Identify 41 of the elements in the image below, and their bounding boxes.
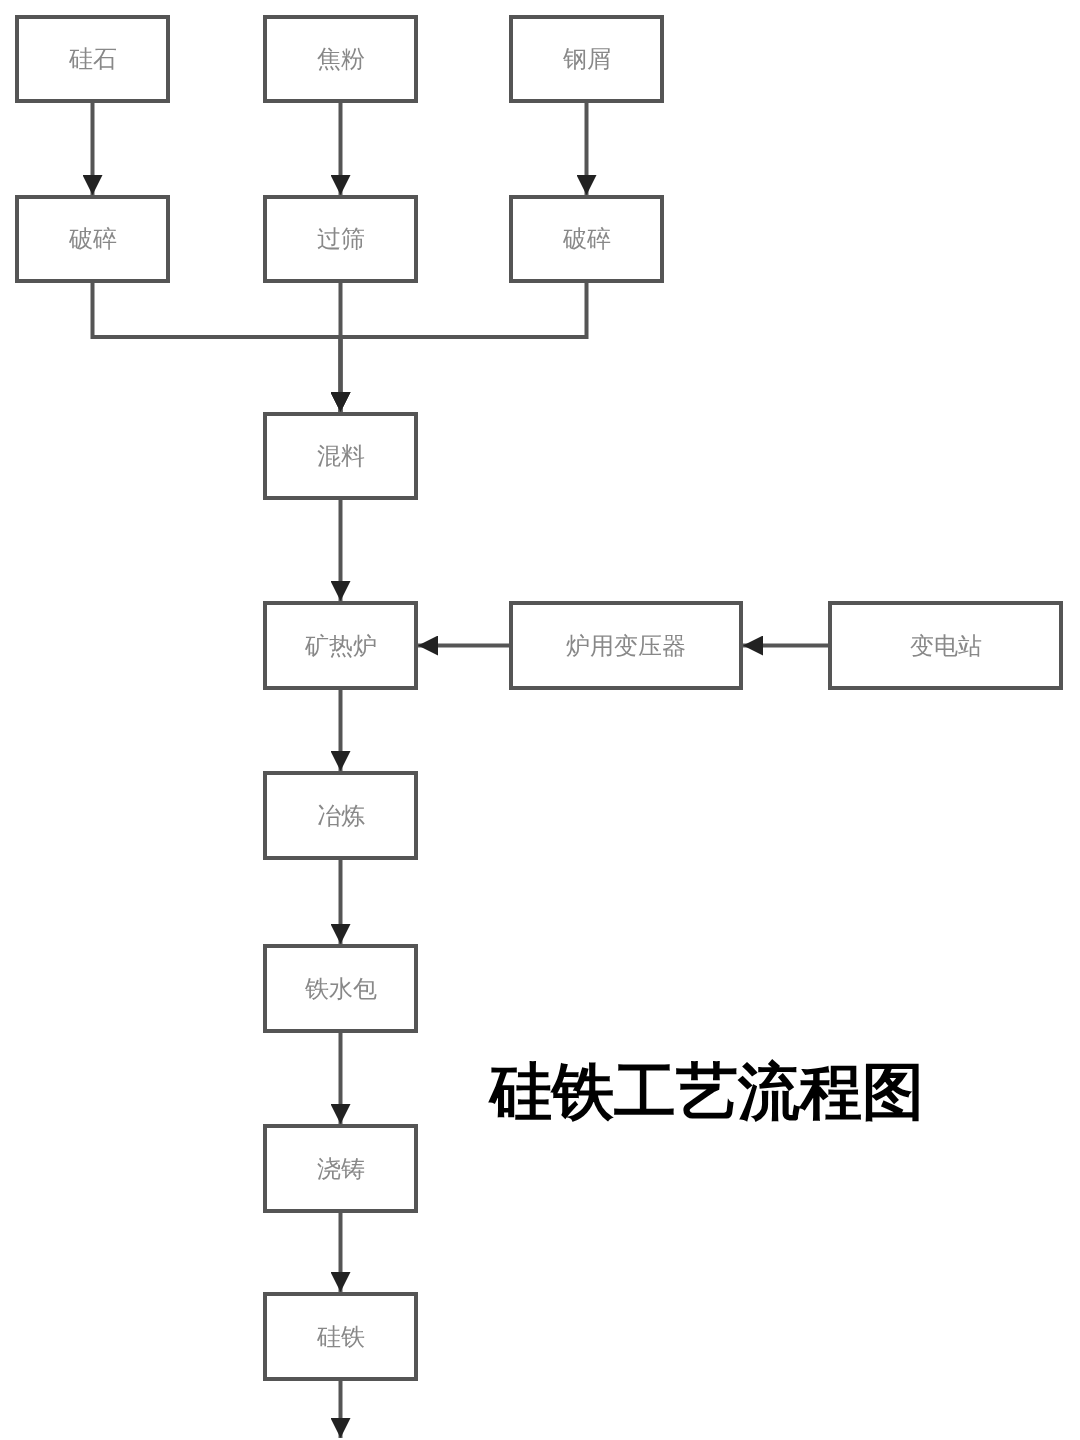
process-box xyxy=(263,412,418,500)
box-label: 矿热炉 xyxy=(304,630,377,662)
box-label: 浇铸 xyxy=(316,1153,365,1185)
arrow xyxy=(743,635,828,656)
process-box xyxy=(15,195,170,283)
box-label: 铁水包 xyxy=(304,973,377,1005)
box-label: 炉用变压器 xyxy=(566,630,686,662)
process-box xyxy=(263,195,418,283)
arrow xyxy=(576,103,597,195)
arrow xyxy=(418,635,509,656)
process-box xyxy=(263,944,418,1033)
process-box xyxy=(509,195,664,283)
process-box xyxy=(15,15,170,103)
arrow xyxy=(330,283,589,412)
arrow xyxy=(330,1033,351,1124)
box-label: 变电站 xyxy=(909,630,982,662)
process-box xyxy=(263,15,418,103)
arrow xyxy=(82,103,103,195)
process-box xyxy=(828,601,1063,690)
box-label: 硅石 xyxy=(68,44,117,75)
process-box xyxy=(263,771,418,860)
process-box xyxy=(263,601,418,690)
arrow xyxy=(330,1381,351,1438)
box-label: 破碎 xyxy=(68,224,117,255)
box-label: 钢屑 xyxy=(562,44,611,75)
process-box xyxy=(263,1292,418,1381)
box-label: 焦粉 xyxy=(316,44,365,75)
box-label: 过筛 xyxy=(316,224,365,255)
box-label: 破碎 xyxy=(562,224,611,255)
process-box xyxy=(509,15,664,103)
arrow xyxy=(330,1213,351,1292)
box-label: 混料 xyxy=(316,441,365,472)
diagram-title: 硅铁工艺流程图 xyxy=(490,1054,924,1130)
box-label: 硅铁 xyxy=(316,1321,365,1353)
arrow xyxy=(330,500,351,601)
arrow xyxy=(330,860,351,944)
box-label: 冶炼 xyxy=(316,800,365,832)
process-box xyxy=(263,1124,418,1213)
process-box xyxy=(509,601,743,690)
arrow xyxy=(330,690,351,771)
arrow xyxy=(330,103,351,195)
